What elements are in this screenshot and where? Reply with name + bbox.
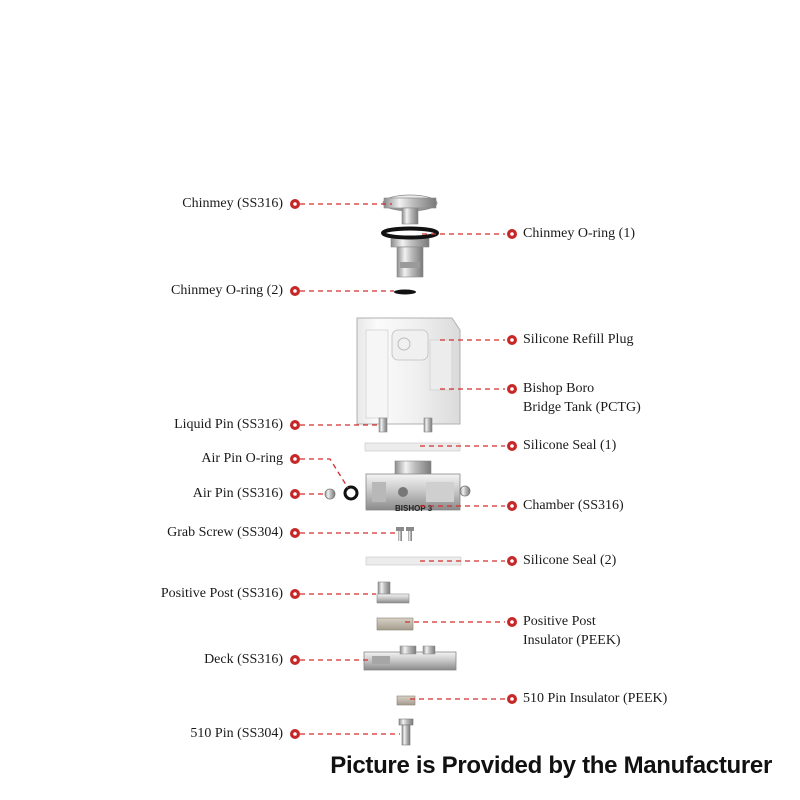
label-silicone-seal-1: Silicone Seal (1)	[523, 438, 617, 453]
air-pin-oring-part	[343, 485, 359, 501]
label-510-pin-insulator: 510 Pin Insulator (PEEK)	[523, 691, 668, 706]
silicone-seal-1-part	[364, 442, 461, 452]
label-chamber: Chamber (SS316)	[523, 498, 624, 513]
label-chimney: Chinmey (SS316)	[182, 196, 283, 211]
leader-air-pin-oring	[300, 458, 349, 489]
label-chimney-oring-1: Chinmey O-ring (1)	[523, 226, 635, 241]
label-510-pin: 510 Pin (SS304)	[190, 726, 283, 741]
label-tank-line1: Bishop Boro	[523, 381, 595, 396]
liquid-pin-part	[423, 417, 433, 433]
label-chimney-oring-2: Chinmey O-ring (2)	[171, 283, 283, 298]
positive-post-insulator-part	[376, 617, 414, 631]
label-air-pin-oring: Air Pin O-ring	[201, 451, 283, 466]
label-positive-post: Positive Post (SS316)	[160, 586, 283, 601]
dot-tank	[507, 384, 517, 394]
air-pin-part	[324, 488, 336, 500]
dot-chimney-oring-2	[290, 286, 300, 296]
positive-post-part	[376, 581, 410, 604]
label-deck: Deck (SS316)	[204, 652, 283, 667]
dot-510-insulator	[507, 694, 517, 704]
chimney-part	[382, 194, 438, 278]
dot-510-pin	[290, 729, 300, 739]
liquid-pin-part	[378, 417, 388, 433]
manufacturer-credit: Picture is Provided by the Manufacturer	[330, 752, 772, 779]
label-silicone-seal-2: Silicone Seal (2)	[523, 553, 617, 568]
leader-lines	[300, 203, 505, 735]
dot-pp-insulator	[507, 617, 517, 627]
label-pp-insulator-line2: Insulator (PEEK)	[523, 633, 621, 648]
label-grab-screw: Grab Screw (SS304)	[167, 525, 283, 540]
tank-part	[356, 317, 461, 425]
dot-deck	[290, 655, 300, 665]
dot-refill-plug	[507, 335, 517, 345]
dot-chimney	[290, 199, 300, 209]
510-pin-insulator-part	[396, 695, 416, 706]
label-silicone-refill-plug: Silicone Refill Plug	[523, 332, 634, 347]
dot-positive-post	[290, 589, 300, 599]
silicone-seal-2-part	[365, 556, 462, 566]
label-pp-insulator-line1: Positive Post	[523, 614, 596, 629]
air-pin-part	[459, 485, 471, 497]
chamber-engraving: BISHOP 3	[395, 504, 433, 513]
dot-chimney-oring-1	[507, 229, 517, 239]
deck-part	[363, 645, 457, 671]
510-pin-part	[398, 718, 414, 746]
dot-chamber	[507, 501, 517, 511]
label-liquid-pin: Liquid Pin (SS316)	[174, 417, 283, 432]
chimney-oring-2-part	[394, 289, 416, 295]
chamber-part: BISHOP 3	[365, 460, 461, 513]
label-dots	[290, 199, 517, 739]
label-tank-line2: Bridge Tank (PCTG)	[523, 400, 641, 415]
dot-grab-screw	[290, 528, 300, 538]
chimney-oring-1-part	[381, 226, 439, 240]
dot-silicone-seal-2	[507, 556, 517, 566]
label-air-pin: Air Pin (SS316)	[192, 486, 283, 501]
dot-liquid-pin	[290, 420, 300, 430]
dot-silicone-seal-1	[507, 441, 517, 451]
dot-air-pin	[290, 489, 300, 499]
grab-screw-part	[396, 527, 414, 541]
dot-air-pin-oring	[290, 454, 300, 464]
